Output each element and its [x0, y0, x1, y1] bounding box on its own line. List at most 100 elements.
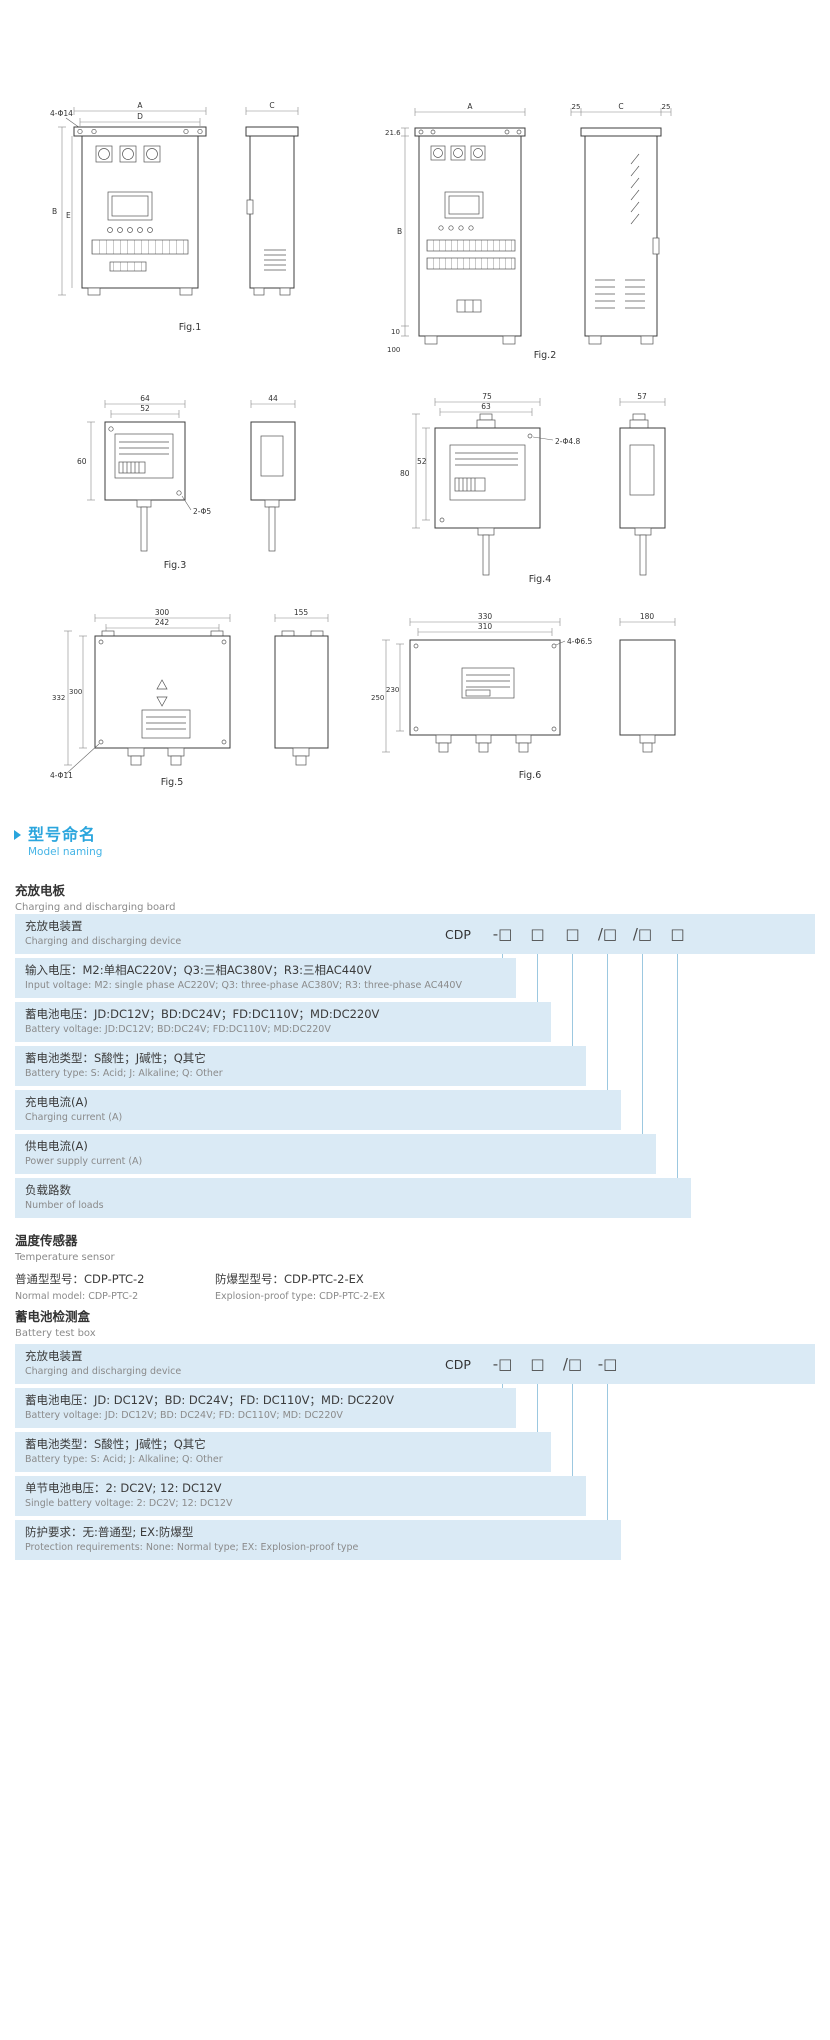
- fig4-caption: Fig.4: [529, 574, 552, 585]
- naming-row: 防护要求：无:普通型; EX:防爆型 Protection requiremen…: [15, 1520, 621, 1560]
- fig5-holes-label: 4-Φ11: [50, 771, 73, 780]
- row-label-en: Input voltage: M2: single phase AC220V; …: [25, 980, 462, 992]
- fig1-dim-e: E: [66, 211, 71, 220]
- fig5-dim-242: 242: [155, 618, 170, 627]
- connector-line: [537, 954, 538, 1002]
- naming-header-row: 充放电装置 Charging and discharging device CD…: [15, 914, 815, 954]
- row-label-en: Number of loads: [25, 1200, 104, 1212]
- model-code: CDP -□ □ /□ -□: [445, 1344, 625, 1384]
- fig5-dim-332: 332: [52, 694, 65, 702]
- fig3-dim-64: 64: [140, 394, 150, 403]
- board-naming-table: 充放电装置 Charging and discharging device CD…: [15, 914, 815, 1218]
- naming-row: 输入电压：M2:单相AC220V；Q3:三相AC380V；R3:三相AC440V…: [15, 958, 516, 998]
- normal-model-en: Normal model: CDP-PTC-2: [15, 1291, 139, 1302]
- explosion-model-en: Explosion-proof type: CDP-PTC-2-EX: [215, 1291, 386, 1302]
- row-label-en: Battery type: S: Acid; J: Alkaline; Q: O…: [25, 1454, 223, 1466]
- row-label-zh: 蓄电池类型：S酸性；J碱性；Q其它: [25, 1437, 206, 1452]
- fig1-drawing: 4-Φ14 A D B E C Fig.1: [50, 101, 299, 333]
- connector-line: [642, 954, 643, 1134]
- fig5-dim-300-left: 300: [69, 688, 82, 696]
- row-label-zh: 负载路数: [25, 1183, 71, 1198]
- model-prefix: CDP: [445, 926, 471, 942]
- fig6-dim-330: 330: [478, 612, 493, 621]
- row-label-en: Charging and discharging device: [25, 936, 182, 948]
- fig5-dim-300-top: 300: [155, 608, 170, 617]
- fig4-holes-label: 2-Φ4.8: [555, 437, 581, 446]
- fig2-caption: Fig.2: [534, 350, 557, 361]
- model-code-box: -□: [492, 925, 513, 943]
- connector-line: [607, 1384, 608, 1520]
- normal-model-zh: 普通型型号：CDP-PTC-2: [15, 1272, 145, 1286]
- row-label-zh: 单节电池电压：2: DC2V; 12: DC12V: [25, 1481, 222, 1496]
- row-label-zh: 输入电压：M2:单相AC220V；Q3:三相AC380V；R3:三相AC440V: [25, 963, 372, 978]
- naming-row: 充电电流(A) Charging current (A): [15, 1090, 621, 1130]
- fig6-holes-label: 4-Φ6.5: [567, 637, 593, 646]
- temperature-sensor-block: 温度传感器 Temperature sensor 普通型型号：CDP-PTC-2…: [15, 1230, 415, 1302]
- fig6-dim-230: 230: [386, 686, 399, 694]
- fig4-dim-52: 52: [417, 457, 427, 466]
- explosion-proof-model: 防爆型型号：CDP-PTC-2-EX Explosion-proof type:…: [215, 1271, 415, 1302]
- fig4-dim-75: 75: [482, 392, 492, 401]
- fig5-drawing: 300 242 332 300 4-Φ11 155 Fig.5: [50, 608, 329, 788]
- fig4-dim-80: 80: [400, 469, 410, 478]
- fig2-dim-25-left: 25: [572, 103, 581, 111]
- connector-line: [607, 954, 608, 1090]
- model-code-box: □: [530, 1355, 545, 1373]
- row-label-zh: 蓄电池电压：JD: DC12V；BD: DC24V；FD: DC110V；MD:…: [25, 1393, 395, 1408]
- row-label-zh: 蓄电池类型：S酸性；J碱性；Q其它: [25, 1051, 206, 1066]
- connector-line: [572, 954, 573, 1046]
- board-heading-zh: 充放电板: [15, 883, 66, 898]
- fig2-dim-10: 10: [391, 328, 400, 336]
- row-label-en: Charging and discharging device: [25, 1366, 182, 1378]
- fig2-drawing: A 21.6 B 10 100 25 C 25 Fig.2: [385, 102, 672, 361]
- fig3-drawing: 64 52 60 2-Φ5 44 Fig.3: [77, 394, 296, 571]
- test-box-naming-table: 充放电装置 Charging and discharging device CD…: [15, 1344, 815, 1560]
- connector-line: [572, 1384, 573, 1476]
- fig1-holes-label: 4-Φ14: [50, 109, 73, 118]
- row-label-zh: 充放电装置: [25, 1349, 83, 1364]
- fig2-dim-100: 100: [387, 346, 400, 354]
- model-naming-section-header: 型号命名 Model naming: [14, 826, 102, 858]
- model-code-box: -□: [597, 1355, 618, 1373]
- section-title-en: Model naming: [28, 845, 103, 858]
- board-heading-en: Charging and discharging board: [15, 902, 176, 913]
- fig3-dim-44: 44: [268, 394, 278, 403]
- model-code-box: /□: [632, 925, 653, 943]
- model-code: CDP -□ □ □ /□ /□ □: [445, 914, 695, 954]
- row-label-en: Battery voltage: JD: DC12V; BD: DC24V; F…: [25, 1410, 343, 1422]
- fig3-dim-52: 52: [140, 404, 150, 413]
- fig6-dim-250: 250: [371, 694, 384, 702]
- naming-row: 负载路数 Number of loads: [15, 1178, 691, 1218]
- row-label-zh: 蓄电池电压：JD:DC12V；BD:DC24V；FD:DC110V；MD:DC2…: [25, 1007, 380, 1022]
- model-code-box: □: [565, 925, 580, 943]
- sensor-heading-zh: 温度传感器: [15, 1233, 78, 1248]
- section-arrow-icon: [14, 830, 21, 840]
- fig2-dim-a: A: [467, 102, 473, 111]
- row-label-en: Power supply current (A): [25, 1156, 143, 1168]
- naming-row: 蓄电池电压：JD:DC12V；BD:DC24V；FD:DC110V；MD:DC2…: [15, 1002, 551, 1042]
- row-label-en: Protection requirements: None: Normal ty…: [25, 1542, 359, 1554]
- fig2-dim-25-right: 25: [662, 103, 671, 111]
- model-code-box: -□: [492, 1355, 513, 1373]
- fig3-dim-60: 60: [77, 457, 87, 466]
- naming-header-row: 充放电装置 Charging and discharging device CD…: [15, 1344, 815, 1384]
- fig1-dim-c: C: [269, 101, 274, 110]
- section-title-zh: 型号命名: [28, 825, 97, 844]
- model-prefix: CDP: [445, 1356, 471, 1372]
- sensor-heading-en: Temperature sensor: [15, 1252, 115, 1263]
- row-label-en: Charging current (A): [25, 1112, 123, 1124]
- fig2-dim-c: C: [618, 102, 623, 111]
- test-box-heading-en: Battery test box: [15, 1328, 96, 1339]
- model-code-box: □: [670, 925, 685, 943]
- fig1-caption: Fig.1: [179, 322, 202, 333]
- connector-line: [502, 954, 503, 958]
- fig2-dim-21-6: 21.6: [385, 129, 401, 137]
- naming-row: 供电电流(A) Power supply current (A): [15, 1134, 656, 1174]
- row-label-en: Battery type: S: Acid; J: Alkaline; Q: O…: [25, 1068, 223, 1080]
- normal-model: 普通型型号：CDP-PTC-2 Normal model: CDP-PTC-2: [15, 1271, 215, 1302]
- fig6-dim-180: 180: [640, 612, 655, 621]
- fig1-dim-a: A: [137, 101, 143, 110]
- fig5-caption: Fig.5: [161, 777, 184, 788]
- model-code-box: /□: [562, 1355, 583, 1373]
- row-label-zh: 充放电装置: [25, 919, 83, 934]
